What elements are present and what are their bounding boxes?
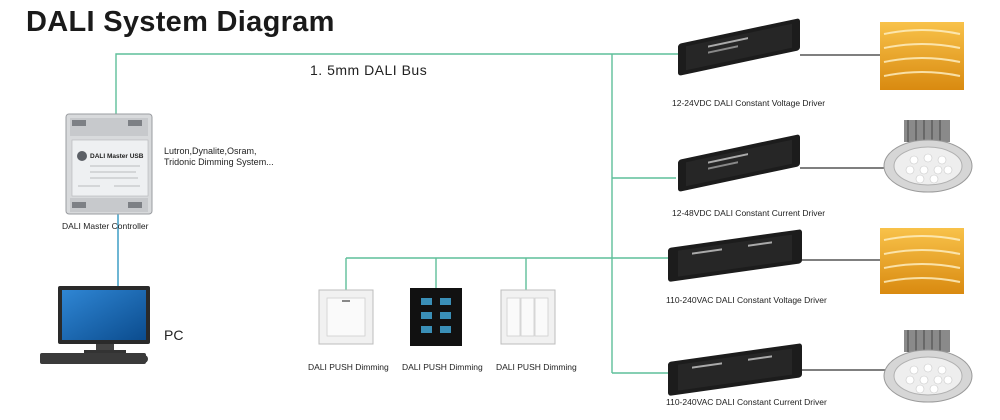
- controller-device-text: DALI Master USB: [90, 153, 144, 160]
- downlight-icon: [883, 330, 973, 403]
- driver-3-label: 110-240VAC DALI Constant Voltage Driver: [666, 295, 827, 305]
- driver-2-label: 12-48VDC DALI Constant Current Driver: [672, 208, 826, 218]
- driver-4-device: [668, 343, 802, 396]
- master-controller-device: DALI Master USB: [65, 113, 153, 215]
- diagram-title: DALI System Diagram: [26, 6, 335, 38]
- switch-3-label: DALI PUSH Dimming: [496, 362, 577, 372]
- protocols-line-1: Lutron,Dynalite,Osram,: [164, 146, 257, 156]
- switch-1-label: DALI PUSH Dimming: [308, 362, 389, 372]
- led-strip-icon: [880, 228, 964, 294]
- downlight-icon: [883, 120, 973, 193]
- controller-label: DALI Master Controller: [62, 221, 149, 231]
- driver-2-device: [678, 134, 800, 192]
- supported-protocols: Lutron,Dynalite,Osram, Tridonic Dimming …: [164, 146, 274, 168]
- protocols-line-2: Tridonic Dimming System...: [164, 157, 274, 167]
- led-strip-icon: [880, 22, 964, 90]
- driver-1-label: 12-24VDC DALI Constant Voltage Driver: [672, 98, 826, 108]
- switch-touch-panel-icon: [410, 288, 462, 346]
- pc-label: PC: [164, 327, 184, 343]
- switch-2-label: DALI PUSH Dimming: [402, 362, 483, 372]
- load-lines: [800, 54, 888, 371]
- driver-4-label: 110-240VAC DALI Constant Current Driver: [666, 397, 827, 407]
- bus-line-top: [115, 53, 678, 114]
- dali-bus-lines: [115, 53, 678, 374]
- switch-triple-rocker-icon: [500, 289, 556, 345]
- driver-1-device: [678, 18, 800, 76]
- driver-3-device: [668, 229, 802, 282]
- pc-computer-icon: [40, 286, 150, 364]
- bus-label: 1. 5mm DALI Bus: [310, 62, 428, 78]
- switch-single-rocker-icon: [318, 289, 374, 345]
